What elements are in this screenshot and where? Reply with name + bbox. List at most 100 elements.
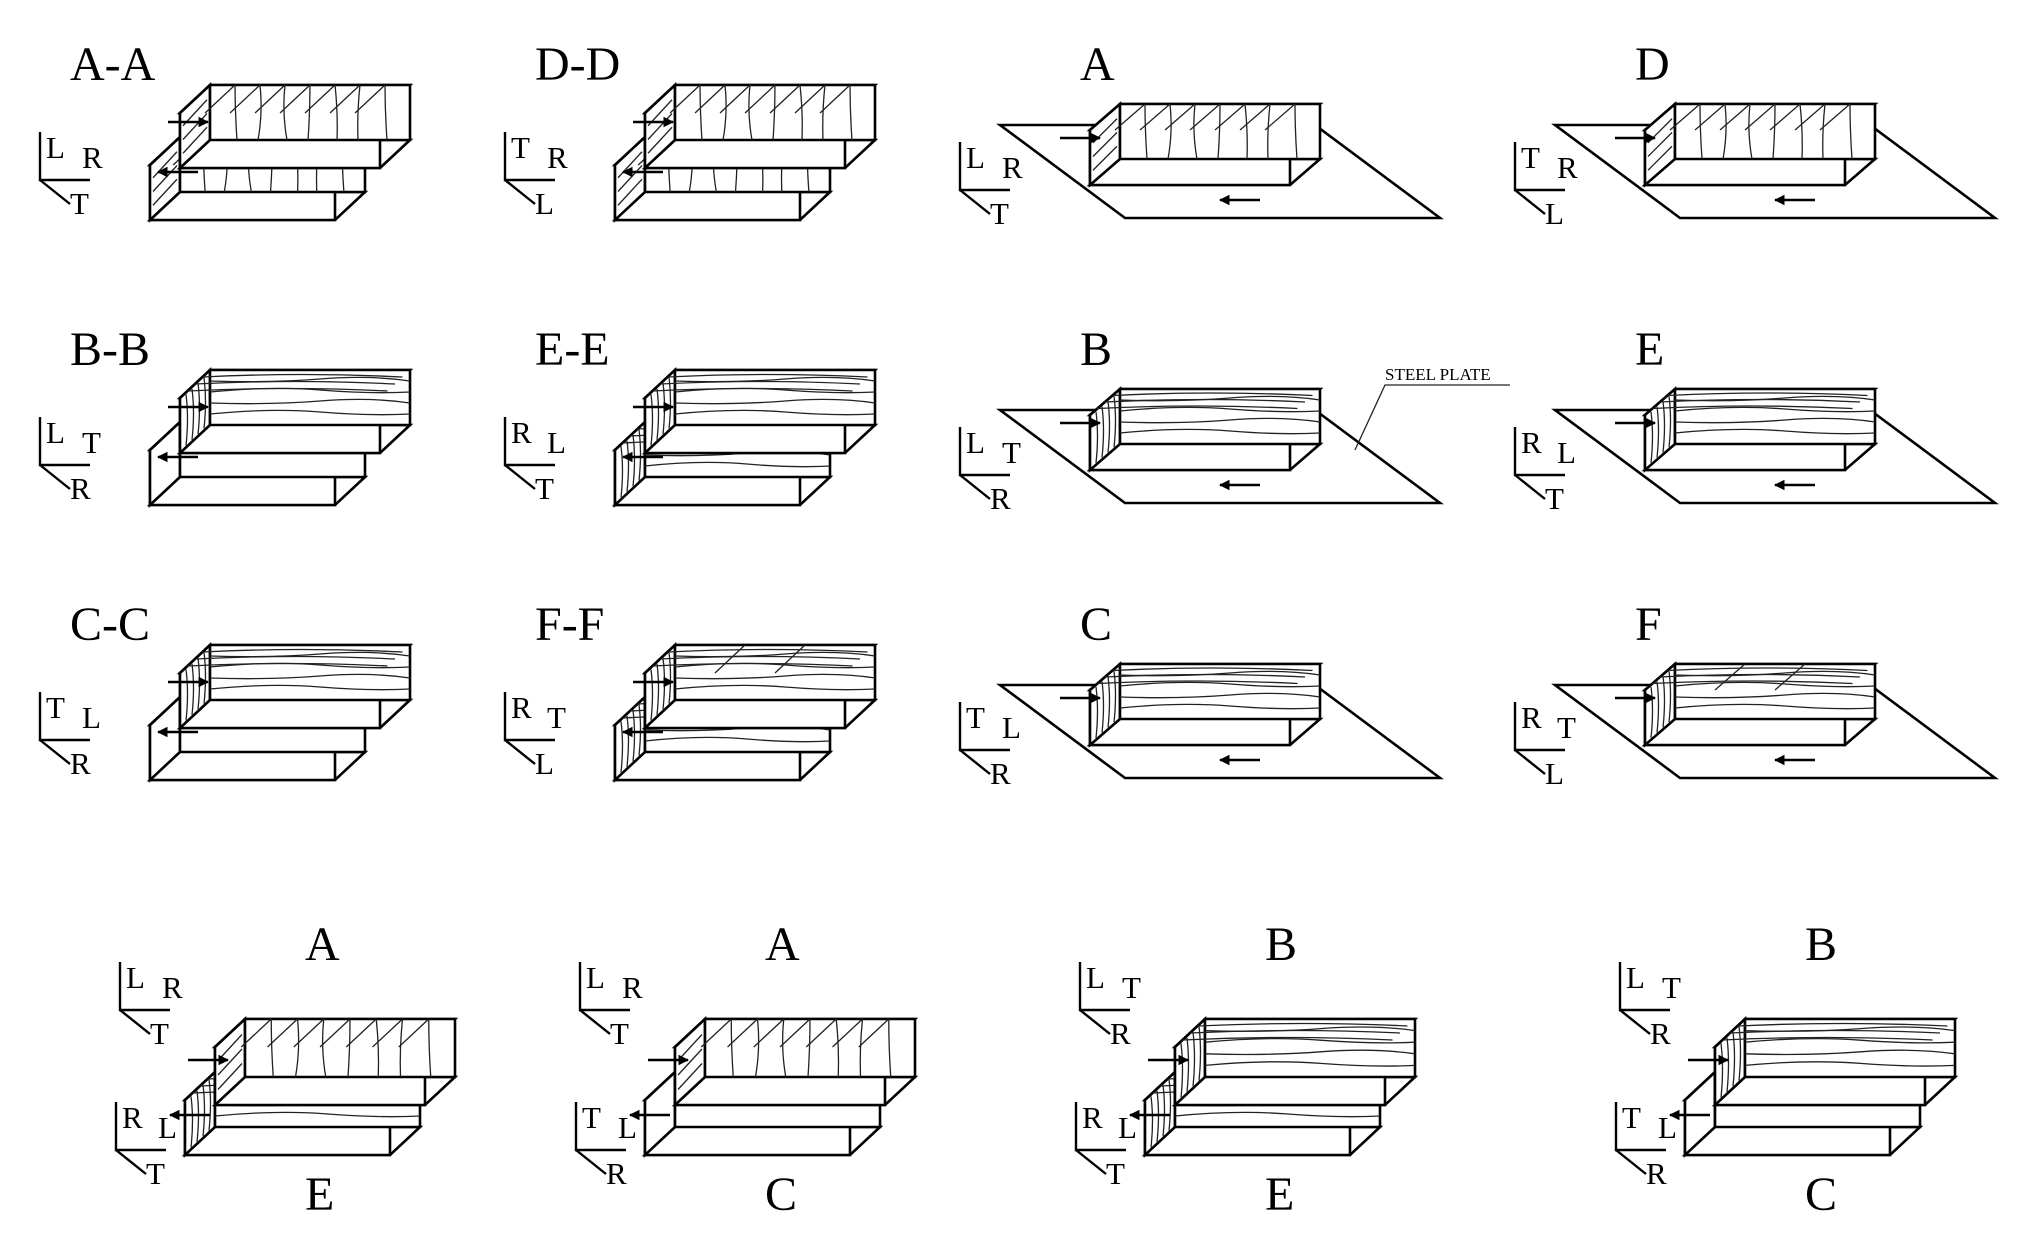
grain-line	[1667, 667, 1868, 672]
specimen	[1641, 661, 1879, 748]
grain-line	[1738, 1026, 1742, 1081]
grain-line	[1650, 686, 1654, 738]
axis-label-up: L	[126, 960, 145, 995]
grain-line	[1669, 103, 1701, 131]
grain-line	[1732, 1032, 1736, 1087]
grain-line	[209, 398, 411, 405]
grain-line	[807, 1018, 811, 1078]
upper-specimen	[641, 642, 879, 731]
panel-title: C	[1080, 598, 1112, 651]
axis-label-right: L	[547, 425, 566, 460]
grain-line	[794, 84, 826, 114]
grain-line	[779, 1018, 811, 1048]
axis-label-front: L	[1545, 196, 1564, 231]
combo-top-title: B	[1805, 918, 1837, 971]
grain-line	[204, 84, 236, 114]
grain-line	[632, 710, 636, 762]
axis-front	[1514, 189, 1546, 215]
axis-label-front: R	[1110, 1016, 1131, 1051]
axis-label-up: L	[586, 960, 605, 995]
axis-front	[119, 1009, 151, 1035]
grain-line	[1267, 103, 1271, 160]
axis-label-front: T	[146, 1156, 165, 1191]
grain-line	[1113, 396, 1117, 448]
axis-label-front: R	[990, 756, 1011, 791]
grain-lines	[1180, 1022, 1416, 1098]
grain-line	[1107, 676, 1111, 728]
grain-line	[1719, 103, 1751, 131]
grain-line	[1674, 428, 1876, 435]
grain-line	[185, 669, 189, 721]
axis-label-up: R	[122, 1100, 143, 1135]
grain-line	[1180, 1043, 1184, 1098]
grain-line	[354, 84, 386, 114]
grain-line	[1659, 398, 1861, 403]
grain-line	[748, 84, 753, 141]
grain-line	[753, 1018, 785, 1048]
callout-leader	[1354, 384, 1510, 451]
grain-line	[644, 736, 831, 743]
grain-line	[1112, 667, 1313, 672]
grain-line	[1667, 392, 1868, 397]
axis-front	[959, 189, 991, 215]
grain-lines	[650, 644, 876, 721]
axis-label-right: T	[1662, 970, 1681, 1005]
grain-line	[719, 84, 751, 114]
grain-line	[805, 1018, 837, 1048]
panel-title: B-B	[70, 323, 150, 376]
grain-line	[667, 373, 868, 378]
grain-line	[1139, 103, 1171, 131]
grain-line	[1659, 673, 1861, 678]
grain-line	[1737, 1022, 1948, 1027]
axis-label-front: T	[535, 471, 554, 506]
grain-line	[1204, 1037, 1416, 1044]
grain-line	[700, 1018, 732, 1048]
panel-title: C-C	[70, 598, 150, 651]
axis-front	[39, 739, 71, 765]
grain-line	[1674, 681, 1876, 688]
grain-line	[781, 1018, 787, 1078]
grain-line	[1674, 417, 1876, 424]
grain-line	[694, 84, 726, 114]
grain-line	[714, 644, 746, 674]
axis-label-up: L	[46, 130, 65, 165]
grain-line	[1244, 103, 1248, 160]
grain-line	[152, 178, 178, 206]
grain-line	[620, 446, 624, 498]
grain-line	[1294, 103, 1298, 160]
axis-front	[1615, 1149, 1647, 1175]
grain-line	[321, 1018, 327, 1078]
grain-line	[1182, 1036, 1393, 1041]
grain-line	[1204, 1061, 1416, 1067]
grain-line	[799, 84, 803, 141]
grain-line	[214, 1111, 421, 1118]
grain-line	[1699, 103, 1703, 160]
grain-line	[1113, 671, 1117, 723]
upper-specimen	[641, 367, 879, 456]
grain-line	[647, 126, 673, 154]
axis-label-front: L	[1545, 756, 1564, 791]
panel-title: E-E	[535, 323, 610, 376]
axis-label-right: R	[162, 970, 183, 1005]
combo-bottom-title: E	[305, 1168, 334, 1221]
grain-line	[399, 1018, 404, 1078]
panel-title: D-D	[535, 38, 620, 91]
grain-line	[217, 1063, 243, 1090]
panel-title: B	[1080, 323, 1112, 376]
grain-line	[652, 387, 853, 392]
grain-line	[1198, 1026, 1202, 1081]
axis-label-front: R	[70, 471, 91, 506]
grain-line	[822, 84, 826, 141]
grain-line	[1744, 1061, 1956, 1067]
grain-line	[659, 655, 861, 660]
specimen	[1641, 101, 1879, 188]
